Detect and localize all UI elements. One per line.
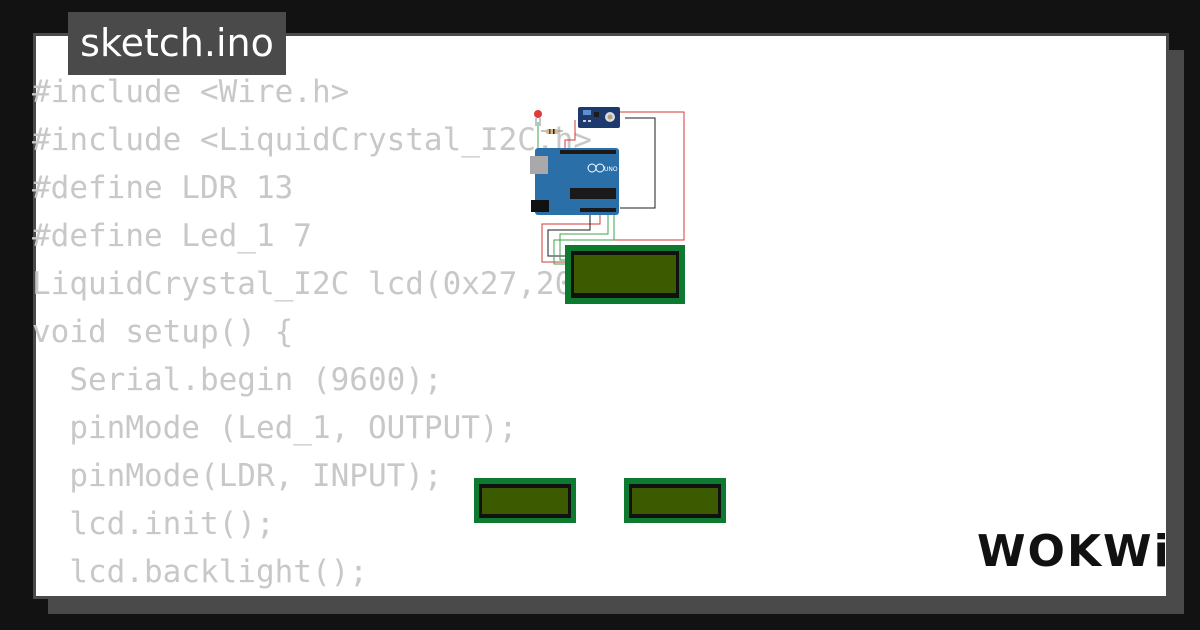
board-label: UNO: [604, 166, 618, 173]
code-line: #include <Wire.h>: [32, 74, 350, 110]
wire-red: [541, 215, 601, 263]
wire-black: [620, 117, 656, 209]
ldr-sensor-module: [578, 107, 620, 128]
code-line: Serial.begin (9600);: [32, 362, 443, 398]
wires: [537, 111, 685, 265]
wire-red: [564, 120, 576, 150]
code-line: pinMode(LDR, INPUT);: [32, 458, 443, 494]
lcd-display-small: [474, 478, 576, 523]
code-line: void setup() {: [32, 314, 294, 350]
code-line: lcd.init();: [32, 506, 275, 542]
arduino-uno-board: UNO: [530, 148, 619, 215]
wire-red: [590, 111, 685, 241]
red-led-icon: [534, 110, 542, 126]
wokwi-logo: WOKWi: [977, 526, 1171, 577]
wire-green: [559, 215, 609, 261]
resistor-icon: [541, 129, 563, 134]
code-line: pinMode (Led_1, OUTPUT);: [32, 410, 518, 446]
code-preview: #include <Wire.h> #include <LiquidCrystal…: [32, 68, 648, 596]
code-line: #include <LiquidCrystal_I2C.h>: [32, 122, 592, 158]
file-tab-title: sketch.ino: [68, 12, 286, 75]
code-line: #define LDR 13: [32, 170, 294, 206]
lcd-display-main: [565, 245, 685, 304]
code-line: #define Led_1 7: [32, 218, 312, 254]
code-line: lcd.backlight();: [32, 554, 368, 590]
wire-green: [553, 215, 615, 265]
lcd-display-small: [624, 478, 726, 523]
